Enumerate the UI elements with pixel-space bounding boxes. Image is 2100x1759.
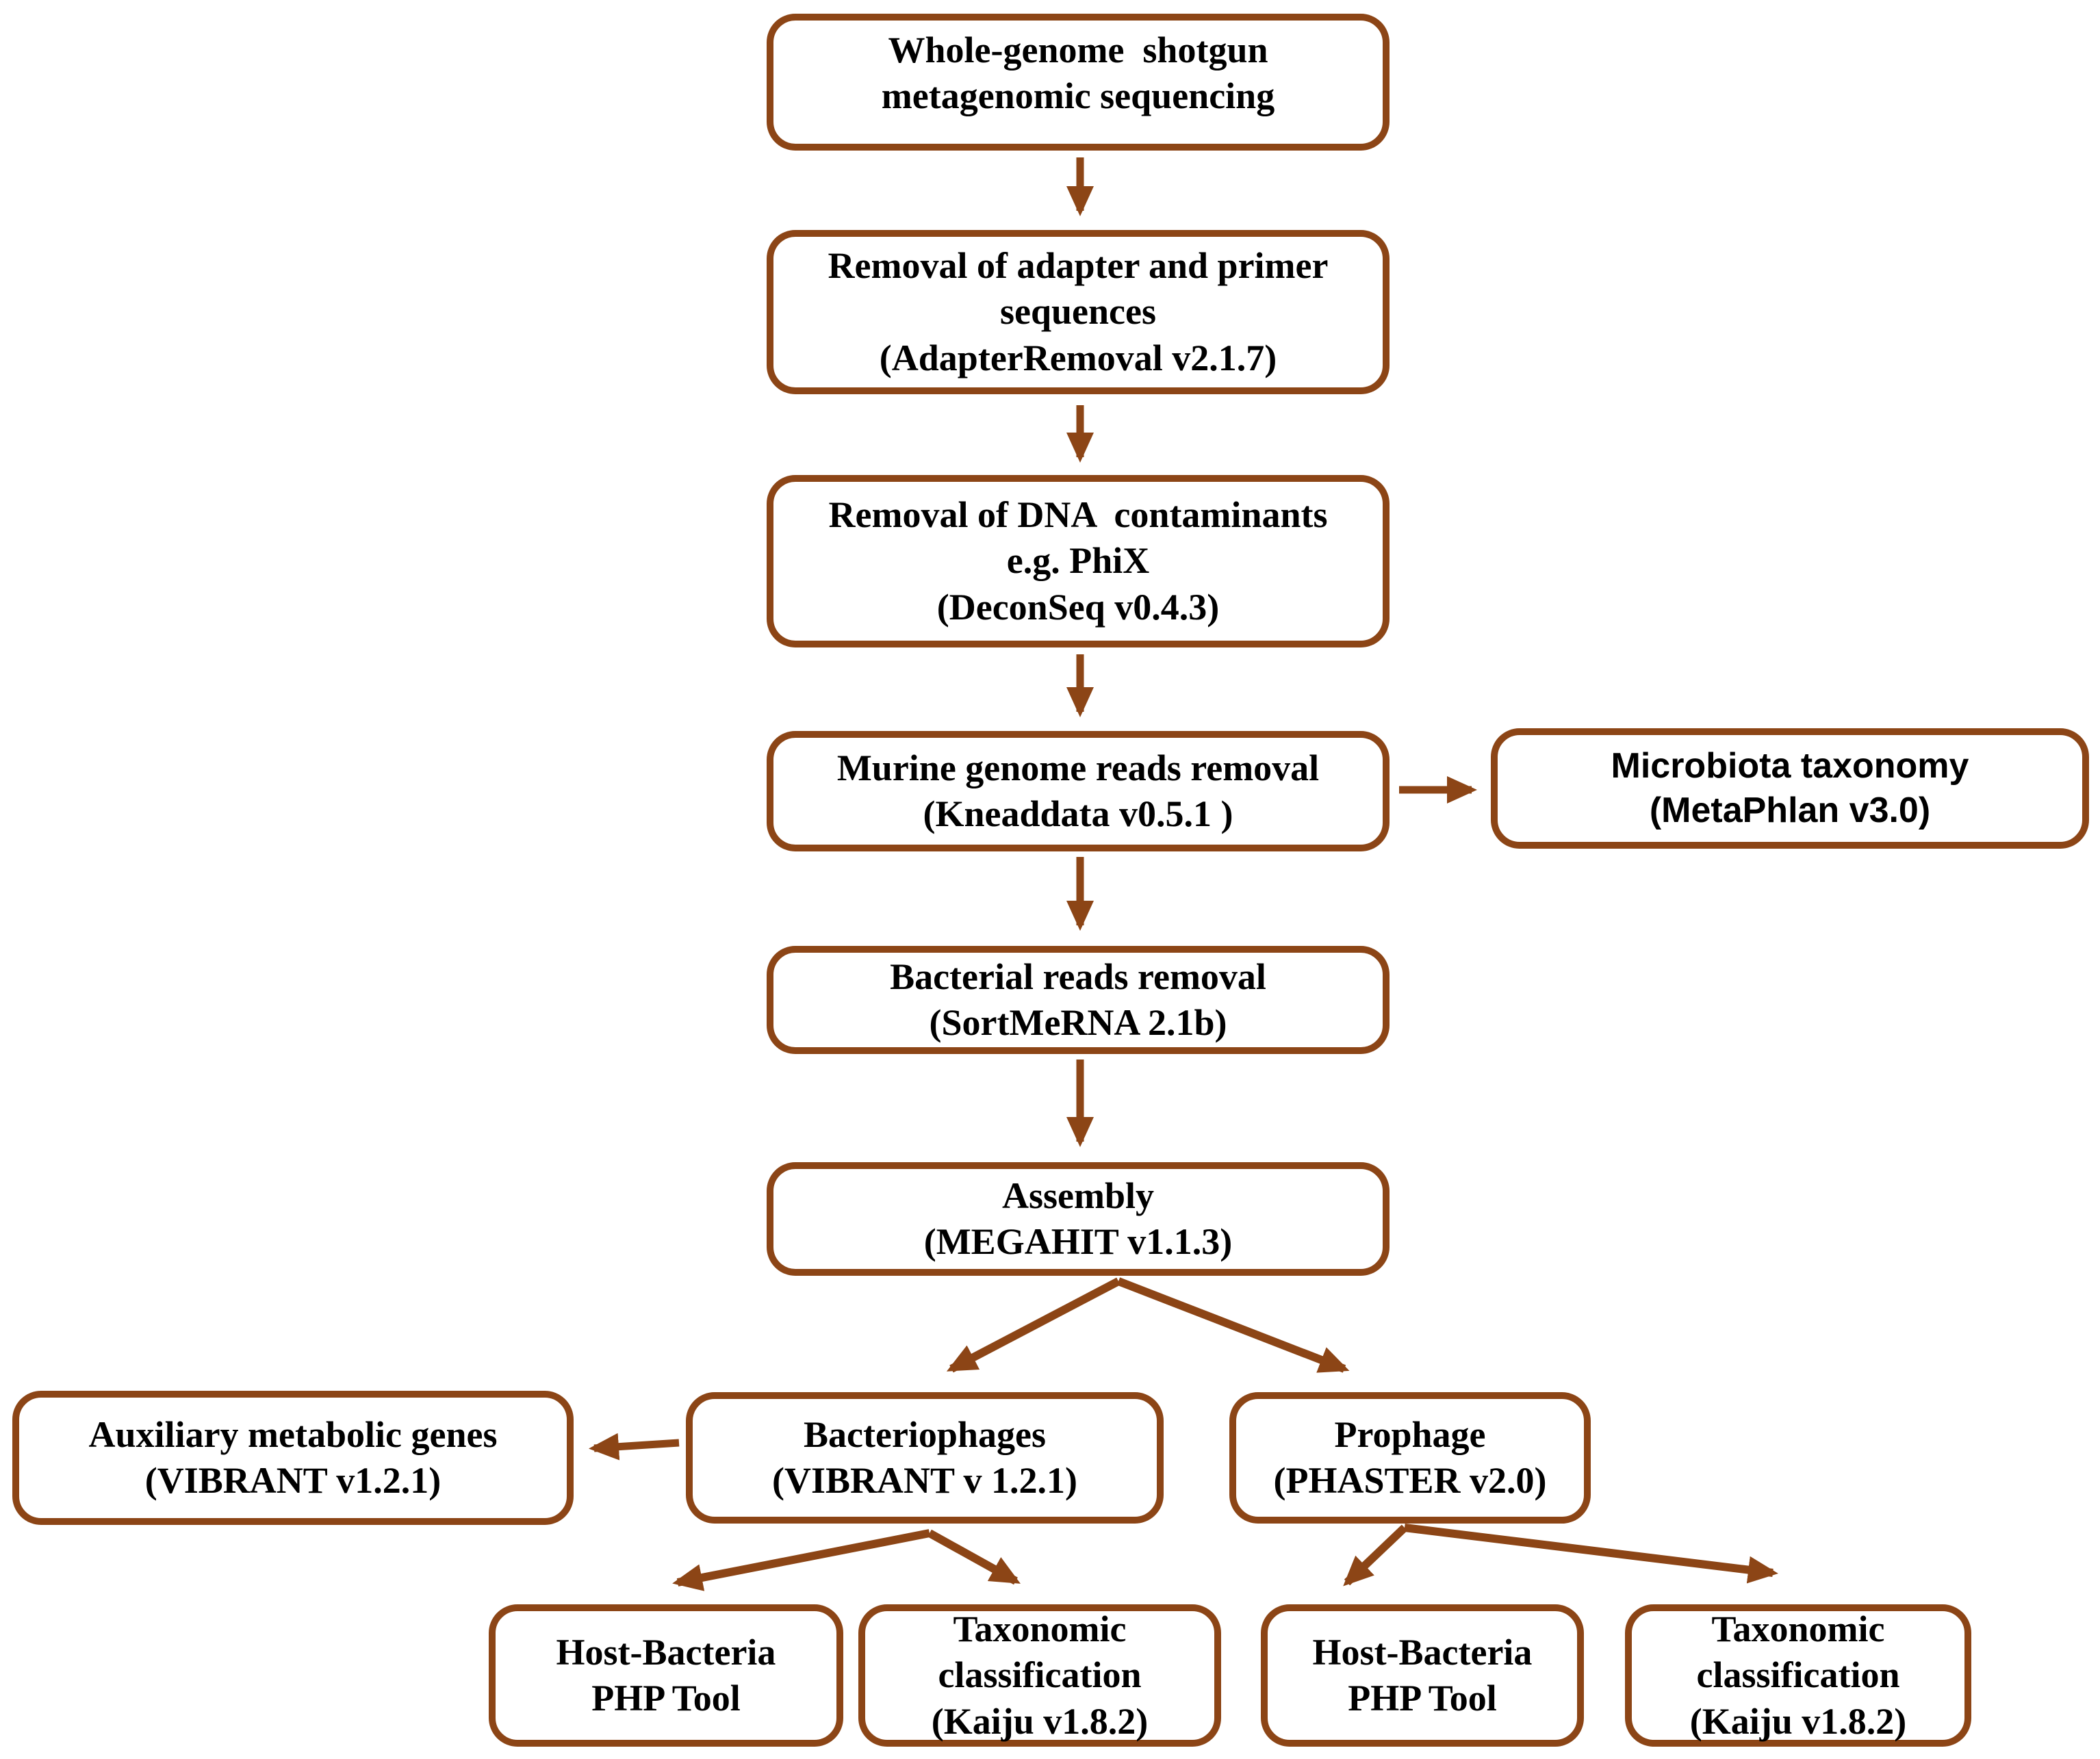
- arrow-prophage-to-hostbacteria: [1343, 1524, 1408, 1587]
- node-murine-reads-removal: Murine genome reads removal (Kneaddata v…: [767, 731, 1390, 851]
- node-assembly: Assembly (MEGAHIT v1.1.3): [767, 1162, 1390, 1276]
- arrow-assembly-to-prophage: [1116, 1277, 1350, 1373]
- node-auxiliary-metabolic-genes: Auxiliary metabolic genes (VIBRANT v1.2.…: [12, 1391, 574, 1525]
- node-bacterial-reads-removal: Bacterial reads removal (SortMeRNA 2.1b): [767, 946, 1390, 1054]
- node-bacteriophages: Bacteriophages (VIBRANT v 1.2.1): [686, 1392, 1164, 1524]
- arrow-prophage-to-taxonomic: [1404, 1524, 1778, 1584]
- node-whole-genome-sequencing: Whole-genome shotgun metagenomic sequenc…: [767, 14, 1390, 151]
- node-host-bacteria-php-tool-left: Host-Bacteria PHP Tool: [489, 1604, 843, 1747]
- node-prophage: Prophage (PHASTER v2.0): [1229, 1392, 1591, 1524]
- arrow-bacteriophages-to-aux: [589, 1433, 680, 1461]
- node-taxonomic-classification-right: Taxonomic classification (Kaiju v1.8.2): [1625, 1604, 1971, 1747]
- node-taxonomic-classification-left: Taxonomic classification (Kaiju v1.8.2): [858, 1604, 1221, 1747]
- arrow-bacteriophages-to-taxonomic: [927, 1529, 1021, 1585]
- node-microbiota-taxonomy: Microbiota taxonomy (MetaPhlan v3.0): [1491, 728, 2089, 849]
- node-host-bacteria-php-tool-right: Host-Bacteria PHP Tool: [1261, 1604, 1584, 1747]
- arrow-assembly-to-bacteriophages: [946, 1277, 1121, 1373]
- node-adapter-removal: Removal of adapter and primer sequences …: [767, 230, 1390, 394]
- node-dna-contaminants-removal: Removal of DNA contaminants e.g. PhiX (D…: [767, 475, 1390, 647]
- arrow-bacteriophages-to-hostbacteria: [672, 1529, 931, 1591]
